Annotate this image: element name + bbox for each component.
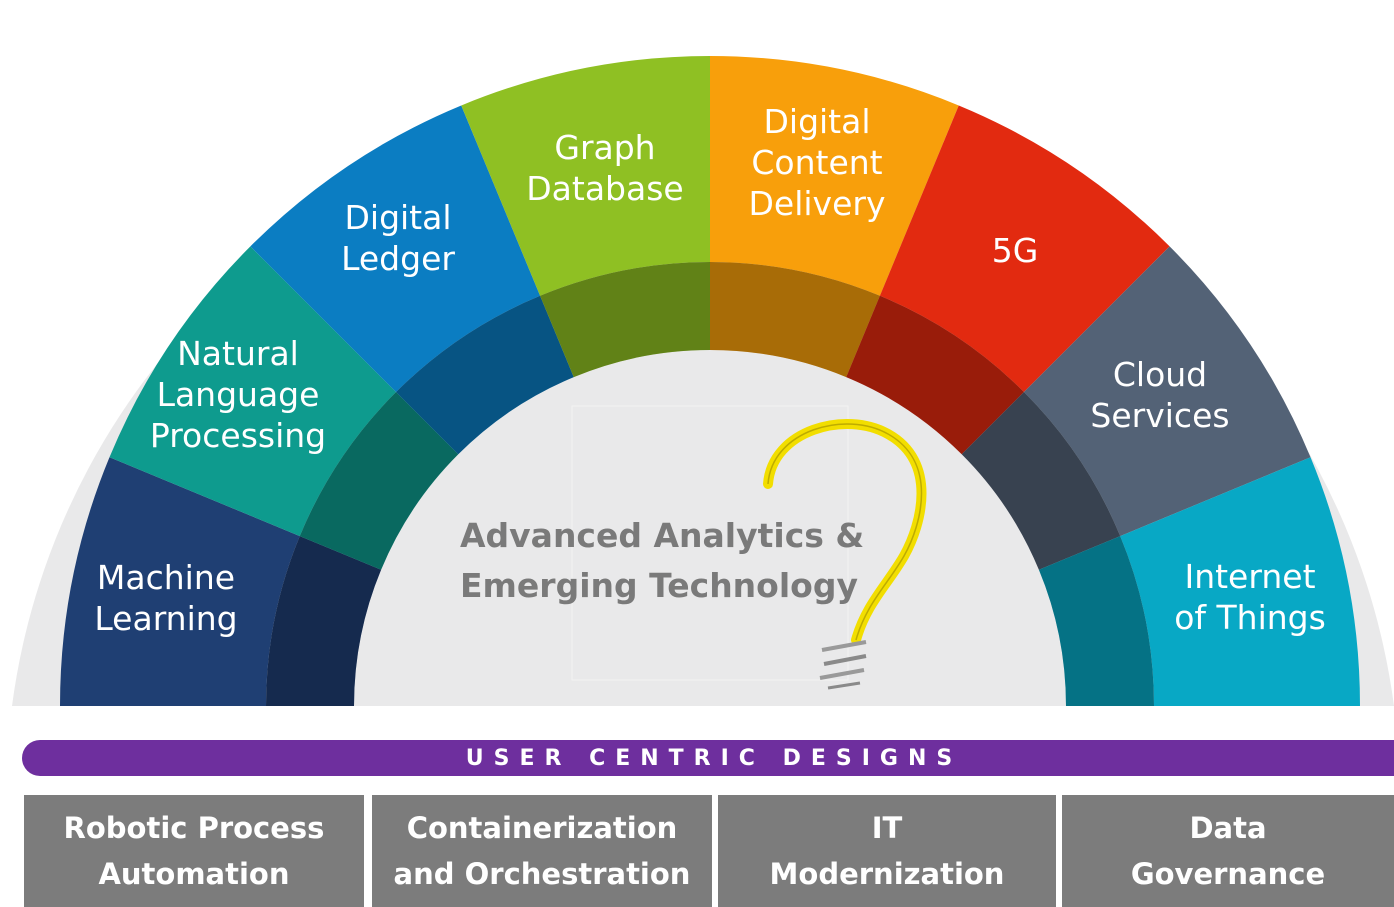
user-centric-designs-banner: USER CENTRIC DESIGNS <box>22 740 1394 776</box>
arch-segment-cloud-services <box>961 246 1311 570</box>
foundation-row: Robotic Process Automation Containerizat… <box>24 795 1394 907</box>
arch-segment-outer-band <box>879 105 1170 393</box>
arch-label-5g: 5G <box>992 231 1039 270</box>
foundation-box-data-governance: Data Governance <box>1062 795 1394 907</box>
arch-segment-inner-band <box>396 295 574 455</box>
arch-segment-graph-database <box>461 56 710 378</box>
arch-segment-digital-content-delivery <box>710 56 959 378</box>
arch-segment-inner-shade <box>961 392 1121 570</box>
arch-segment-inner-shade <box>266 536 382 706</box>
arch-segment-inner-band <box>710 262 880 378</box>
arch-segment-outer-band <box>1120 457 1360 706</box>
arch-segment-inner-band <box>1038 536 1154 706</box>
arch-segment-inner-band <box>540 262 710 378</box>
arch-segment-machine-learning <box>60 457 382 706</box>
lightbulb-icon <box>763 418 927 690</box>
center-image-frame <box>571 405 849 681</box>
arch-segment-inner-shade <box>846 295 1024 455</box>
foundation-box-rpa: Robotic Process Automation <box>24 795 364 907</box>
foundation-box-containerization: Containerization and Orchestration <box>372 795 712 907</box>
banner-label: USER CENTRIC DESIGNS <box>465 745 963 771</box>
foundation-label: Containerization and Orchestration <box>393 811 691 891</box>
arch-segment-outer-band <box>461 56 710 296</box>
foundation-label: Data Governance <box>1130 811 1326 891</box>
arch-segment-inner-shade <box>540 262 710 378</box>
arch-segment-internet-of-things <box>1038 457 1360 706</box>
arch-segment-outer-band <box>109 246 397 537</box>
arch-segment-outer-band <box>710 56 959 296</box>
foundation-box-it-modernization: IT Modernization <box>718 795 1056 907</box>
arch-segment-5g <box>846 105 1170 455</box>
arch-segment-outer-band <box>1023 246 1311 537</box>
center-title-line2: Emerging Technology <box>460 566 858 605</box>
center-area: Advanced Analytics & Emerging Technology <box>460 405 927 690</box>
arch-segment-inner-shade <box>1038 536 1154 706</box>
arch-segment-outer-band <box>60 457 300 706</box>
arch-segment-digital-ledger <box>250 105 574 455</box>
arch-segment-natural-language-processing <box>109 246 459 570</box>
foundation-label: Robotic Process Automation <box>63 811 325 891</box>
arch-segment-inner-shade <box>710 262 880 378</box>
foundation-label: IT Modernization <box>769 811 1005 891</box>
center-title-line1: Advanced Analytics & <box>460 516 864 555</box>
arch-segment-inner-band <box>299 392 459 570</box>
arch-segment-inner-shade <box>299 392 459 570</box>
arch-segment-inner-band <box>961 392 1121 570</box>
arch-segment-inner-band <box>846 295 1024 455</box>
arch-segment-outer-band <box>250 105 541 393</box>
arch-segment-inner-band <box>266 536 382 706</box>
arch-segment-inner-shade <box>396 295 574 455</box>
